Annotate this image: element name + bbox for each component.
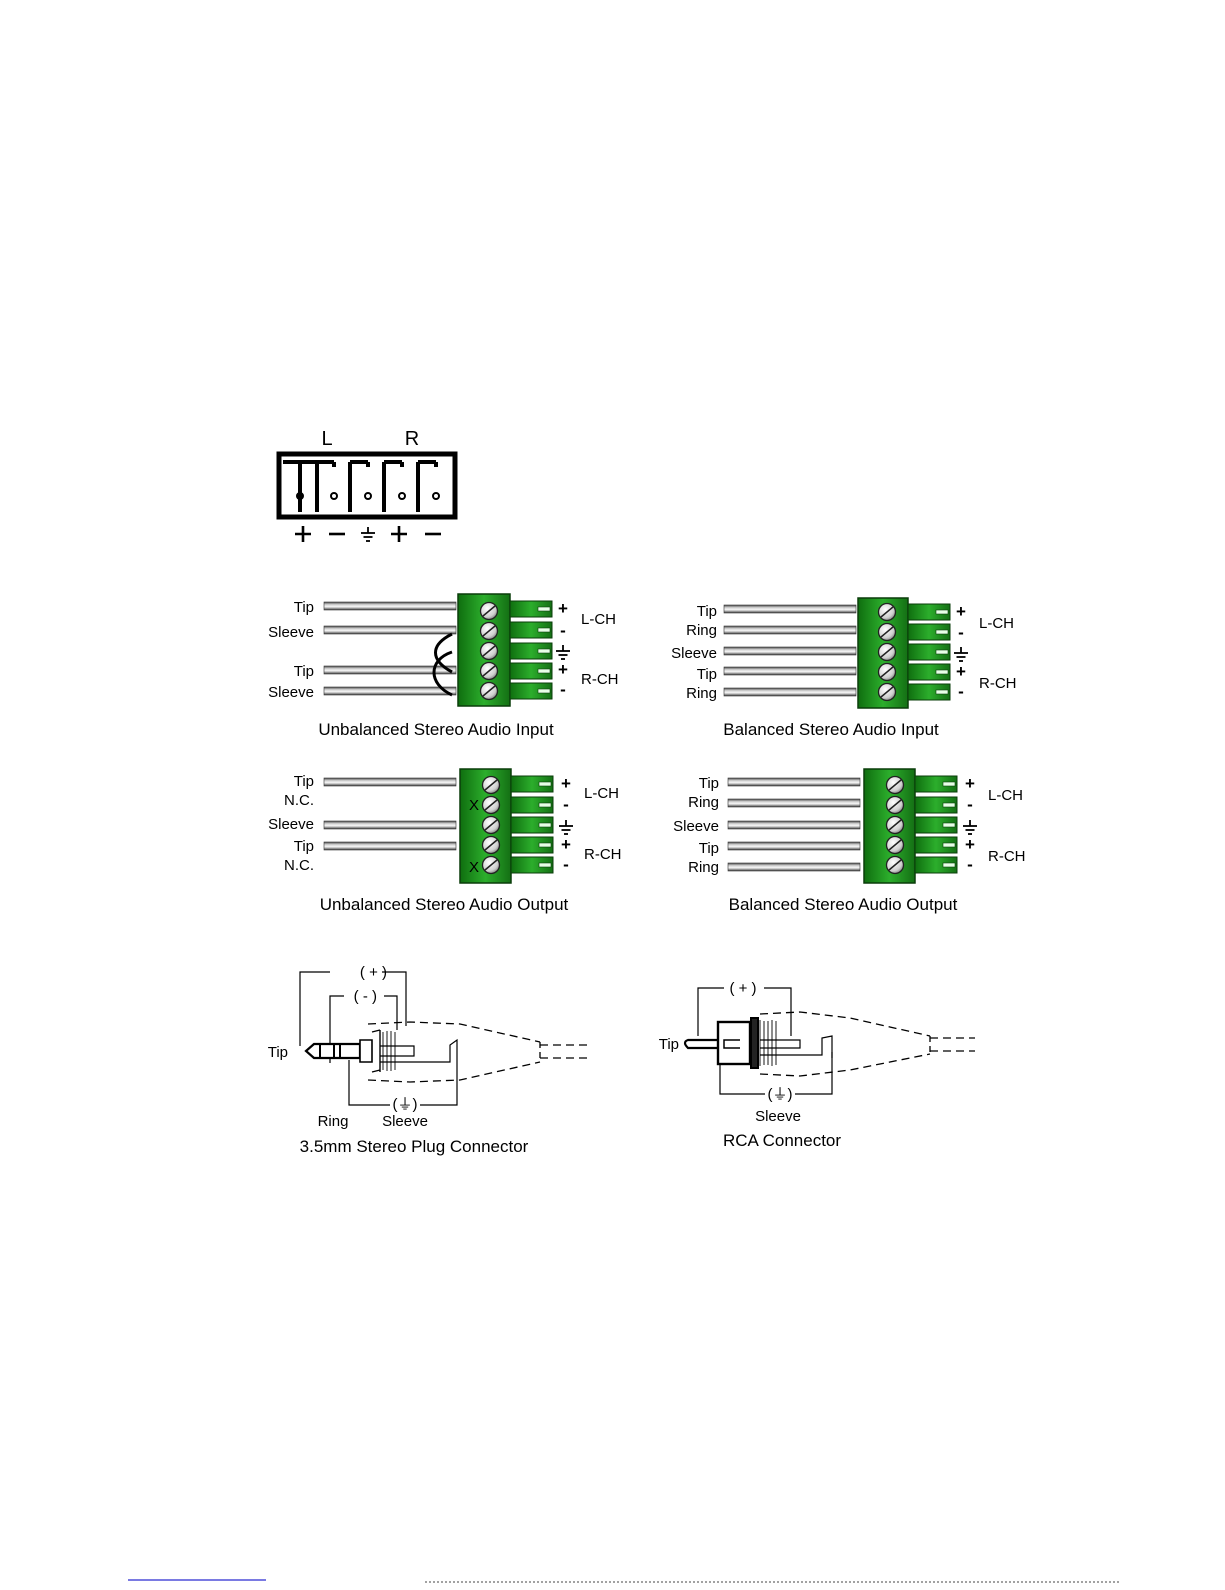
- nc-mark: X: [469, 797, 479, 814]
- pin-tabs: [510, 775, 554, 874]
- pin-sign: +: [561, 835, 571, 854]
- pin-sign: -: [958, 623, 964, 642]
- pin-tabs: [907, 603, 951, 701]
- plug-35mm-diagram: [299, 971, 590, 1106]
- diagram-caption: Unbalanced Stereo Audio Input: [318, 720, 554, 739]
- plus-label: ( + ): [360, 964, 387, 981]
- diagram-caption: Unbalanced Stereo Audio Output: [320, 895, 569, 914]
- screws: [877, 602, 897, 702]
- pin-tabs: [914, 775, 958, 874]
- pin-sign: +: [965, 835, 975, 854]
- wire-label: Tip: [294, 838, 314, 855]
- pin-sign: -: [560, 680, 566, 699]
- channel-left-label: L-CH: [979, 615, 1014, 632]
- pin-sign: -: [563, 795, 569, 814]
- diagram-unbalanced-output: X X Tip N.C. Sleeve Tip N.C. + - + - L-C…: [268, 768, 622, 914]
- pin-sign: +: [965, 774, 975, 793]
- plug-35mm-caption: 3.5mm Stereo Plug Connector: [300, 1137, 529, 1156]
- channel-right-label: R-CH: [584, 846, 622, 863]
- header-pin-cells: [283, 460, 440, 512]
- header-label-left: L: [321, 428, 332, 450]
- rca-caption: RCA Connector: [723, 1131, 841, 1150]
- wires: [323, 777, 457, 851]
- ground-icon: [558, 819, 574, 835]
- tip-label: Tip: [268, 1044, 288, 1061]
- screws: [479, 601, 499, 701]
- diagram-balanced-output: Tip Ring Sleeve Tip Ring + - + - L-CH R-…: [673, 768, 1026, 914]
- channel-left-label: L-CH: [584, 785, 619, 802]
- header-label-right: R: [405, 428, 419, 450]
- wire-label: Tip: [697, 666, 717, 683]
- wire-label: Ring: [686, 622, 717, 639]
- ground-icon: [962, 819, 978, 835]
- diagram-caption: Balanced Stereo Audio Output: [729, 895, 958, 914]
- wire-label: Sleeve: [671, 645, 717, 662]
- pin-sign: +: [561, 774, 571, 793]
- diagram-unbalanced-input: Tip Sleeve Tip Sleeve + - + - L-CH R-CH …: [268, 593, 619, 739]
- wire-label: Ring: [688, 794, 719, 811]
- pin-sign: +: [956, 662, 966, 681]
- pin-sign: +: [558, 660, 568, 679]
- pin-tabs: [509, 600, 553, 700]
- diagram-caption: Balanced Stereo Audio Input: [723, 720, 939, 739]
- wire-label: Sleeve: [673, 818, 719, 835]
- wire-label: Ring: [686, 685, 717, 702]
- ground-label: (⏚): [393, 1096, 418, 1113]
- pin-sign: -: [958, 682, 964, 701]
- diagram-balanced-input: Tip Ring Sleeve Tip Ring + - + - L-CH R-…: [671, 597, 1017, 739]
- wire-label: Tip: [294, 773, 314, 790]
- ground-icon: [555, 644, 571, 660]
- tip-label: Tip: [659, 1036, 679, 1053]
- pin-sign: -: [967, 855, 973, 874]
- wire-label: Tip: [697, 603, 717, 620]
- header-pin-signs: [295, 526, 441, 542]
- pin-sign: -: [563, 855, 569, 874]
- wire-label: Tip: [294, 599, 314, 616]
- wire-label: Ring: [688, 859, 719, 876]
- wire-label: Sleeve: [268, 624, 314, 641]
- plus-label: ( + ): [729, 980, 756, 997]
- screws: [481, 775, 501, 875]
- wire-label: Tip: [699, 840, 719, 857]
- channel-left-label: L-CH: [581, 611, 616, 628]
- channel-right-label: R-CH: [979, 675, 1017, 692]
- rca-connector-diagram: [683, 987, 975, 1095]
- ring-label: Ring: [318, 1113, 349, 1130]
- nc-mark: X: [469, 859, 479, 876]
- pin-sign: -: [967, 795, 973, 814]
- page-bottom-rule: [128, 1579, 1120, 1583]
- wire-label: Sleeve: [268, 816, 314, 833]
- sleeve-label: Sleeve: [755, 1108, 801, 1125]
- wire-label: Tip: [294, 663, 314, 680]
- minus-label: ( - ): [354, 988, 377, 1005]
- header-terminal-block: L R: [276, 428, 458, 542]
- wires: [723, 604, 857, 697]
- ground-label: (⏚): [768, 1086, 793, 1103]
- wire-label: Sleeve: [268, 684, 314, 701]
- ground-icon: [953, 646, 969, 662]
- pin-sign: +: [956, 602, 966, 621]
- wire-label: N.C.: [284, 857, 314, 874]
- wire-label: Tip: [699, 775, 719, 792]
- screws: [885, 775, 905, 875]
- channel-right-label: R-CH: [988, 848, 1026, 865]
- sleeve-label: Sleeve: [382, 1113, 428, 1130]
- channel-left-label: L-CH: [988, 787, 1023, 804]
- pin-sign: -: [560, 621, 566, 640]
- channel-right-label: R-CH: [581, 671, 619, 688]
- wire-label: N.C.: [284, 792, 314, 809]
- wires: [727, 777, 861, 872]
- pin-sign: +: [558, 599, 568, 618]
